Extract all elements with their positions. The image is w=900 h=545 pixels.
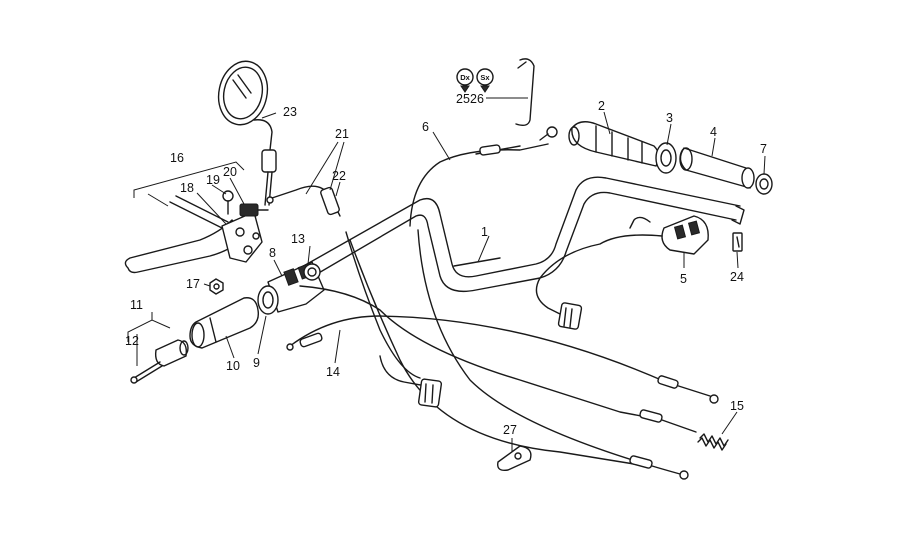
- callout-3: 3: [666, 111, 673, 125]
- callout-9: 9: [253, 356, 260, 370]
- lever-bracket-part[interactable]: [221, 211, 263, 263]
- callout-5: 5: [680, 272, 687, 286]
- handlebar-part[interactable]: [299, 176, 745, 293]
- sensor-part[interactable]: [486, 58, 535, 127]
- callout-11: 11: [130, 298, 143, 312]
- nut-part[interactable]: [209, 278, 224, 295]
- callout-19: 19: [206, 173, 220, 187]
- callout-13: 13: [291, 232, 305, 246]
- callout-labels: 1 2 3 4 5 6 7 8 9 10 11 12 13 14 15 16 1…: [125, 92, 767, 437]
- callout-22: 22: [332, 169, 346, 183]
- callout-21: 21: [335, 127, 349, 141]
- small-plate-part[interactable]: [732, 232, 743, 252]
- control-cables-part[interactable]: [286, 229, 719, 480]
- collar-part[interactable]: [655, 142, 677, 174]
- callout-2: 2: [598, 99, 605, 113]
- left-grip-part[interactable]: [189, 297, 260, 349]
- callout-12: 12: [125, 334, 139, 348]
- left-connector-part[interactable]: [379, 355, 443, 408]
- switch-screw-part[interactable]: [222, 190, 269, 217]
- callout-27: 27: [503, 423, 517, 437]
- svg-text:Dx: Dx: [460, 73, 470, 82]
- callout-8: 8: [269, 246, 276, 260]
- clip-part[interactable]: [497, 445, 532, 472]
- leader-lines: [127, 111, 766, 452]
- right-switch-housing-part[interactable]: [535, 215, 709, 330]
- callout-20: 20: [223, 165, 237, 179]
- end-cap-part[interactable]: [755, 173, 773, 195]
- ring-part[interactable]: [257, 285, 279, 315]
- callout-17: 17: [186, 277, 200, 291]
- callout-7: 7: [760, 142, 767, 156]
- callout-14: 14: [326, 365, 340, 379]
- callout-18: 18: [180, 181, 194, 195]
- callout-26: 26: [470, 92, 484, 106]
- callout-10: 10: [226, 359, 240, 373]
- callout-15: 15: [730, 399, 744, 413]
- cable-guide-part[interactable]: [266, 185, 341, 217]
- callout-4: 4: [710, 125, 717, 139]
- right-grip-part[interactable]: [679, 147, 755, 189]
- side-marker-right: Dx: [456, 68, 474, 93]
- side-marker-left: Sx: [476, 68, 494, 93]
- callout-16: 16: [170, 151, 184, 165]
- throttle-grip-part[interactable]: [539, 121, 660, 167]
- callout-1: 1: [481, 225, 488, 239]
- mirror-part[interactable]: [213, 57, 277, 206]
- bar-end-weight-part[interactable]: [130, 339, 189, 384]
- callout-24: 24: [730, 270, 744, 284]
- svg-text:Sx: Sx: [480, 73, 490, 82]
- spring-part[interactable]: [697, 433, 729, 451]
- callout-25: 25: [456, 92, 470, 106]
- callout-23: 23: [283, 105, 297, 119]
- throttle-cable-upper-part[interactable]: [409, 143, 549, 227]
- callout-6: 6: [422, 120, 429, 134]
